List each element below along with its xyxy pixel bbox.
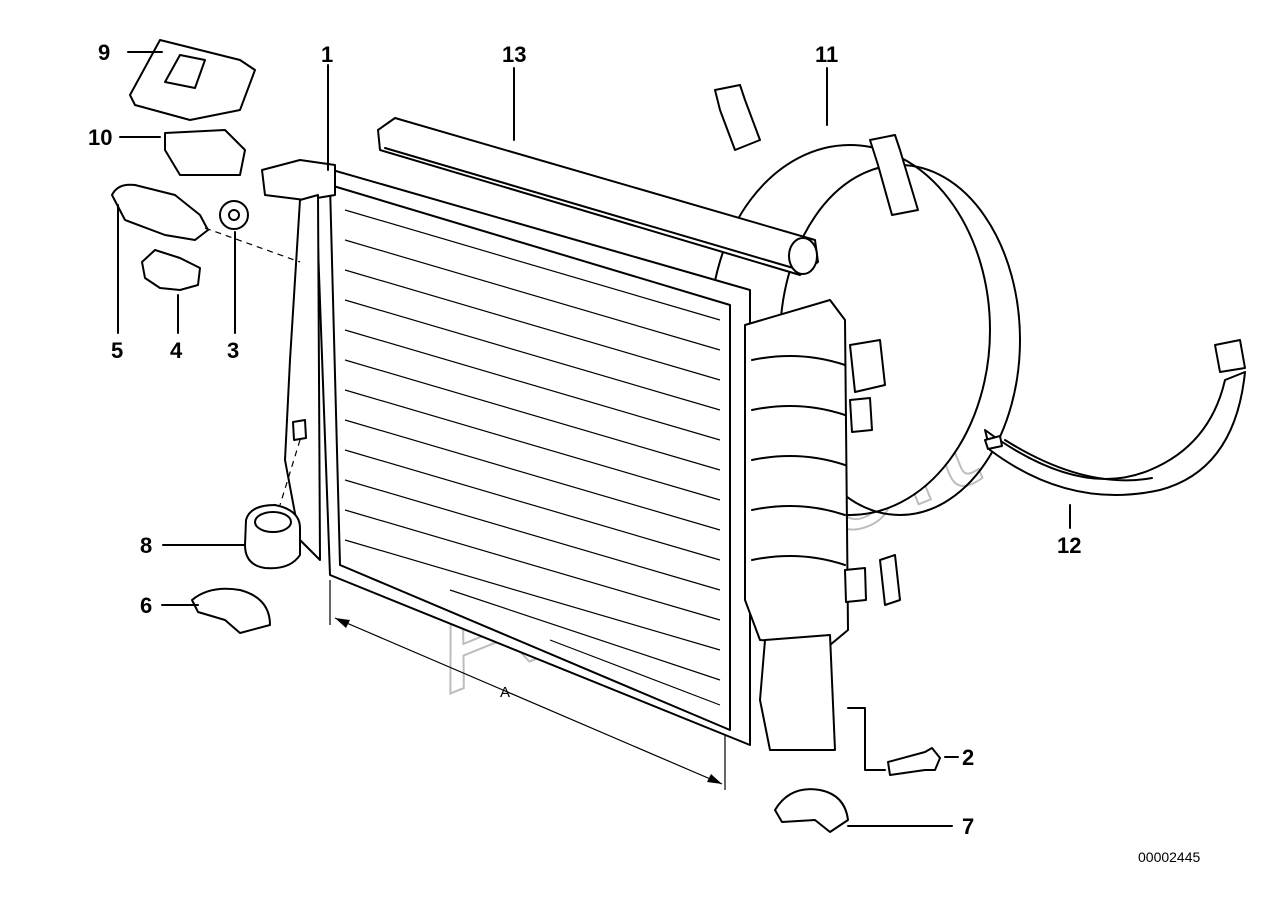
callout-11: 11: [815, 42, 838, 67]
radiator-fins: [344, 209, 721, 706]
dimension-a: A: [329, 580, 726, 790]
dimension-label: A: [500, 684, 510, 701]
rubber-bushing: [244, 504, 301, 570]
callout-13: 13: [502, 42, 526, 67]
temperature-switch: [111, 183, 209, 241]
rubber-mount: [164, 129, 246, 176]
callout-5: 5: [111, 338, 123, 363]
callout-1: 1: [321, 42, 333, 67]
top-seal-strip: [377, 117, 819, 276]
gasket-ring: [219, 200, 249, 230]
assembly-line-bushing: [279, 439, 301, 506]
clip: [129, 39, 256, 121]
callout-8: 8: [140, 533, 152, 558]
bracket-clamp: [191, 587, 271, 634]
callout-9: 9: [98, 40, 110, 65]
callout-12: 12: [1057, 533, 1081, 558]
bolt: [887, 747, 941, 776]
callout-3: 3: [227, 338, 239, 363]
callout-4: 4: [170, 338, 183, 363]
callout-7: 7: [962, 814, 974, 839]
callout-2: 2: [962, 745, 974, 770]
bottom-clamp: [774, 788, 849, 833]
callout-10: 10: [88, 125, 112, 150]
plug-screw: [141, 249, 201, 291]
assembly-line-gasket: [204, 227, 301, 263]
document-number: 00002445: [1138, 849, 1201, 865]
fan-shroud-lower: [984, 339, 1246, 496]
radiator: [261, 159, 886, 751]
callout-6: 6: [140, 593, 152, 618]
